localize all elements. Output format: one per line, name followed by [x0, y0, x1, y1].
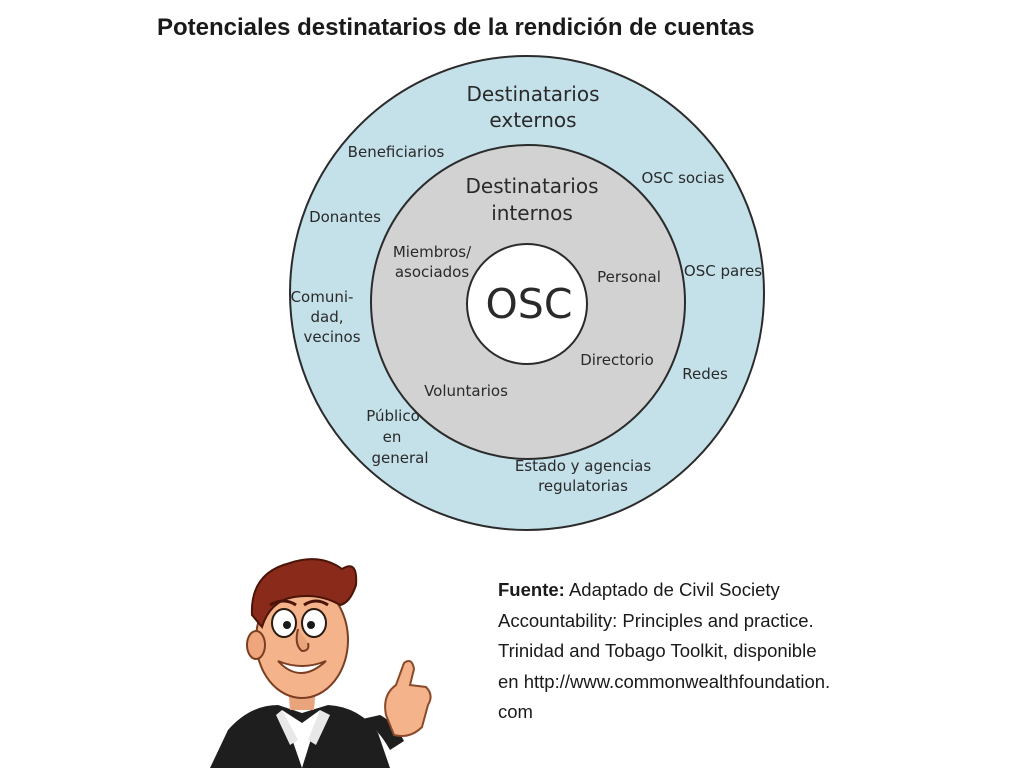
- source-line-5: com: [498, 701, 533, 722]
- label-osc-pares: OSC pares: [684, 262, 762, 280]
- label-donantes: Donantes: [309, 208, 381, 226]
- center-circle: [466, 243, 588, 365]
- label-publico-line-1: Público: [366, 407, 420, 425]
- label-voluntarios: Voluntarios: [424, 382, 508, 400]
- label-osc-socias: OSC socias: [642, 169, 725, 187]
- label-estado-line-1: Estado y agencias: [515, 457, 652, 475]
- inner-heading-line-2: internos: [491, 201, 573, 225]
- outer-heading-line-1: Destinatarios: [467, 82, 600, 106]
- label-publico-line-2: en: [383, 428, 402, 446]
- label-comunidad-line-1: Comuni-: [291, 288, 354, 306]
- source-text-1: Adaptado de Civil Society: [568, 579, 780, 600]
- source-line-2: Accountability: Principles and practice.: [498, 609, 814, 631]
- label-comunidad-line-3: vecinos: [303, 328, 360, 346]
- label-miembros-line-1: Miembros/: [393, 243, 472, 261]
- label-beneficiarios: Beneficiarios: [348, 143, 445, 161]
- source-line-4: en http://www.commonwealthfoundation.: [498, 670, 831, 692]
- label-publico-line-3: general: [371, 449, 428, 467]
- source-line-3: Trinidad and Tobago Toolkit, disponible: [498, 640, 817, 661]
- label-estado-line-2: regulatorias: [538, 477, 628, 495]
- center-label-osc: OSC: [486, 280, 573, 328]
- diagram-title: Potenciales destinatarios de la rendició…: [157, 14, 755, 41]
- concentric-stakeholder-diagram: Destinatarios externos Destinatarios int…: [289, 55, 765, 531]
- label-redes: Redes: [682, 365, 728, 383]
- label-personal: Personal: [597, 268, 661, 286]
- inner-heading-line-1: Destinatarios: [466, 174, 599, 198]
- cartoon-man-illustration: [210, 558, 432, 768]
- label-comunidad-line-2: dad,: [310, 308, 343, 326]
- source-citation: Fuente: Adaptado de Civil Society Accoun…: [498, 575, 998, 728]
- source-label: Fuente:: [498, 579, 565, 600]
- label-directorio: Directorio: [580, 351, 654, 369]
- outer-heading-line-2: externos: [489, 108, 576, 132]
- label-miembros-line-2: asociados: [395, 263, 469, 281]
- source-line-1: Fuente: Adaptado de Civil Society: [498, 575, 998, 606]
